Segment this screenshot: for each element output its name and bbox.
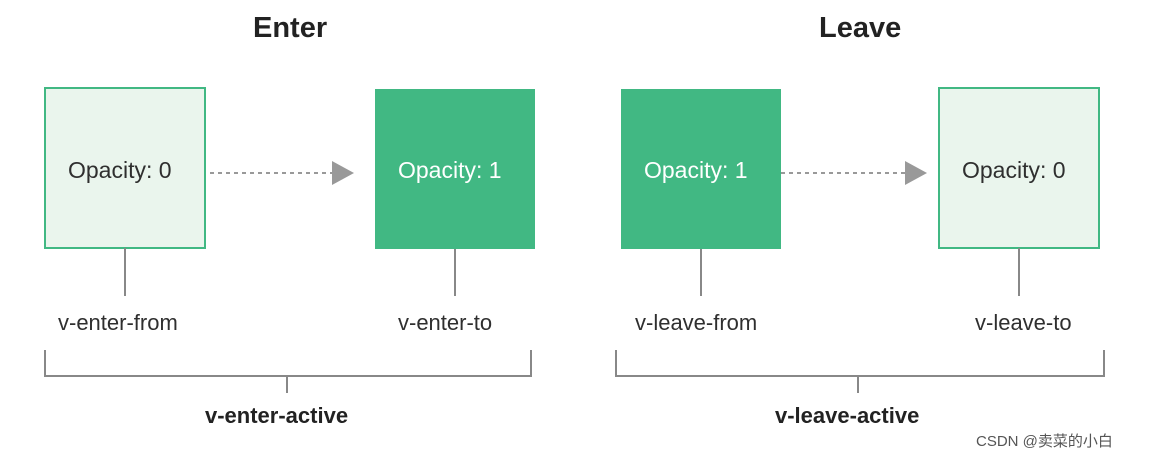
watermark-text: CSDN @卖菜的小白 <box>976 433 1113 450</box>
enter-from-state-label: Opacity: 0 <box>68 157 172 183</box>
enter-active-label: v-enter-active <box>205 403 349 428</box>
leave-to-state-label: Opacity: 0 <box>962 157 1066 183</box>
enter-from-class-label: v-enter-from <box>58 310 178 335</box>
enter-from-box <box>44 87 206 249</box>
leave-arrow-head <box>905 161 927 185</box>
enter-active-bracket <box>44 350 532 377</box>
enter-to-state-label: Opacity: 1 <box>398 157 502 183</box>
enter-to-class-label: v-enter-to <box>398 310 493 335</box>
leave-active-bracket <box>615 350 1105 377</box>
enter-to-box <box>375 89 535 249</box>
leave-active-label: v-leave-active <box>775 403 920 428</box>
leave-from-class-label: v-leave-from <box>635 310 758 335</box>
enter-arrow-head <box>332 161 354 185</box>
leave-from-box <box>621 89 781 249</box>
leave-heading: Leave <box>819 12 902 44</box>
leave-to-class-label: v-leave-to <box>975 310 1072 335</box>
leave-from-state-label: Opacity: 1 <box>644 157 748 183</box>
enter-heading: Enter <box>253 12 328 44</box>
